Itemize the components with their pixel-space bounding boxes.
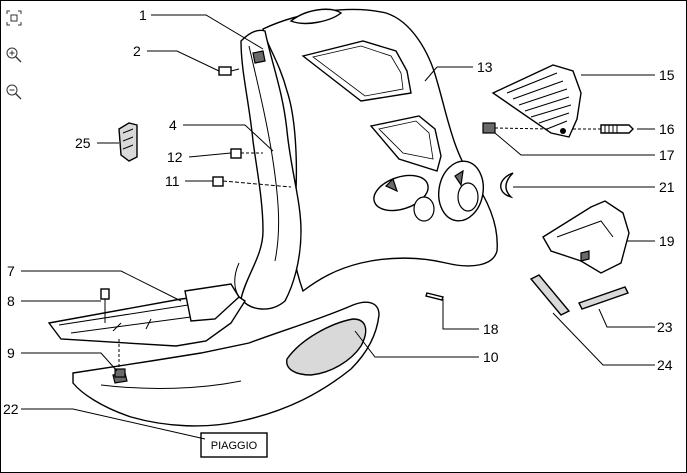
callout-24: 24	[657, 357, 673, 373]
grille-part[interactable]	[491, 64, 582, 138]
leader-lines	[21, 14, 655, 440]
fit-page-icon	[6, 10, 22, 26]
fit-page-button[interactable]	[3, 7, 27, 29]
rod-part-23[interactable]	[578, 286, 629, 310]
clip-part-21[interactable]	[500, 172, 514, 199]
pin-part-18[interactable]	[425, 292, 444, 301]
nut-part-17[interactable]	[482, 122, 550, 134]
callout-15: 15	[659, 67, 675, 83]
callout-17: 17	[659, 147, 675, 163]
screw-part-2[interactable]	[218, 66, 240, 76]
callout-10: 10	[483, 349, 499, 365]
floor-support-part[interactable]	[47, 283, 246, 347]
callout-8: 8	[7, 293, 15, 309]
callout-4: 4	[169, 117, 177, 133]
callout-18: 18	[483, 321, 499, 337]
callout-2: 2	[133, 43, 141, 59]
clip-part-9[interactable]	[114, 339, 126, 378]
callout-11: 11	[165, 173, 180, 189]
small-parts: PIAGGIO	[100, 66, 634, 458]
badge-text: PIAGGIO	[211, 440, 258, 452]
callout-23: 23	[657, 319, 673, 335]
viewer-toolbar	[3, 7, 29, 118]
callout-1: 1	[139, 7, 147, 23]
zoom-in-icon	[6, 47, 22, 63]
callout-12: 12	[167, 149, 183, 165]
screw-part-16[interactable]	[573, 124, 634, 134]
callout-25: 25	[75, 135, 91, 151]
zoom-out-icon	[6, 84, 22, 100]
callout-9: 9	[7, 345, 15, 361]
reflector-part[interactable]	[118, 122, 138, 162]
glove-box-part[interactable]	[542, 200, 630, 274]
screw-part-8[interactable]	[100, 288, 110, 323]
piaggio-badge-part[interactable]: PIAGGIO	[200, 432, 268, 458]
callout-16: 16	[659, 121, 675, 137]
zoom-out-button[interactable]	[3, 81, 27, 103]
zoom-in-button[interactable]	[3, 44, 27, 66]
callout-22: 22	[3, 401, 19, 417]
lower-spoiler-part[interactable]	[72, 301, 380, 427]
callout-19: 19	[659, 233, 675, 249]
callout-13: 13	[477, 59, 493, 75]
front-shield-part[interactable]	[262, 8, 498, 293]
callout-21: 21	[659, 179, 675, 195]
rod-part-24[interactable]	[529, 274, 571, 316]
callout-labels: 1 2 4 25 12 11 13 15 16 17 21 19 7 8 9 1…	[3, 7, 675, 417]
callout-7: 7	[7, 263, 15, 279]
